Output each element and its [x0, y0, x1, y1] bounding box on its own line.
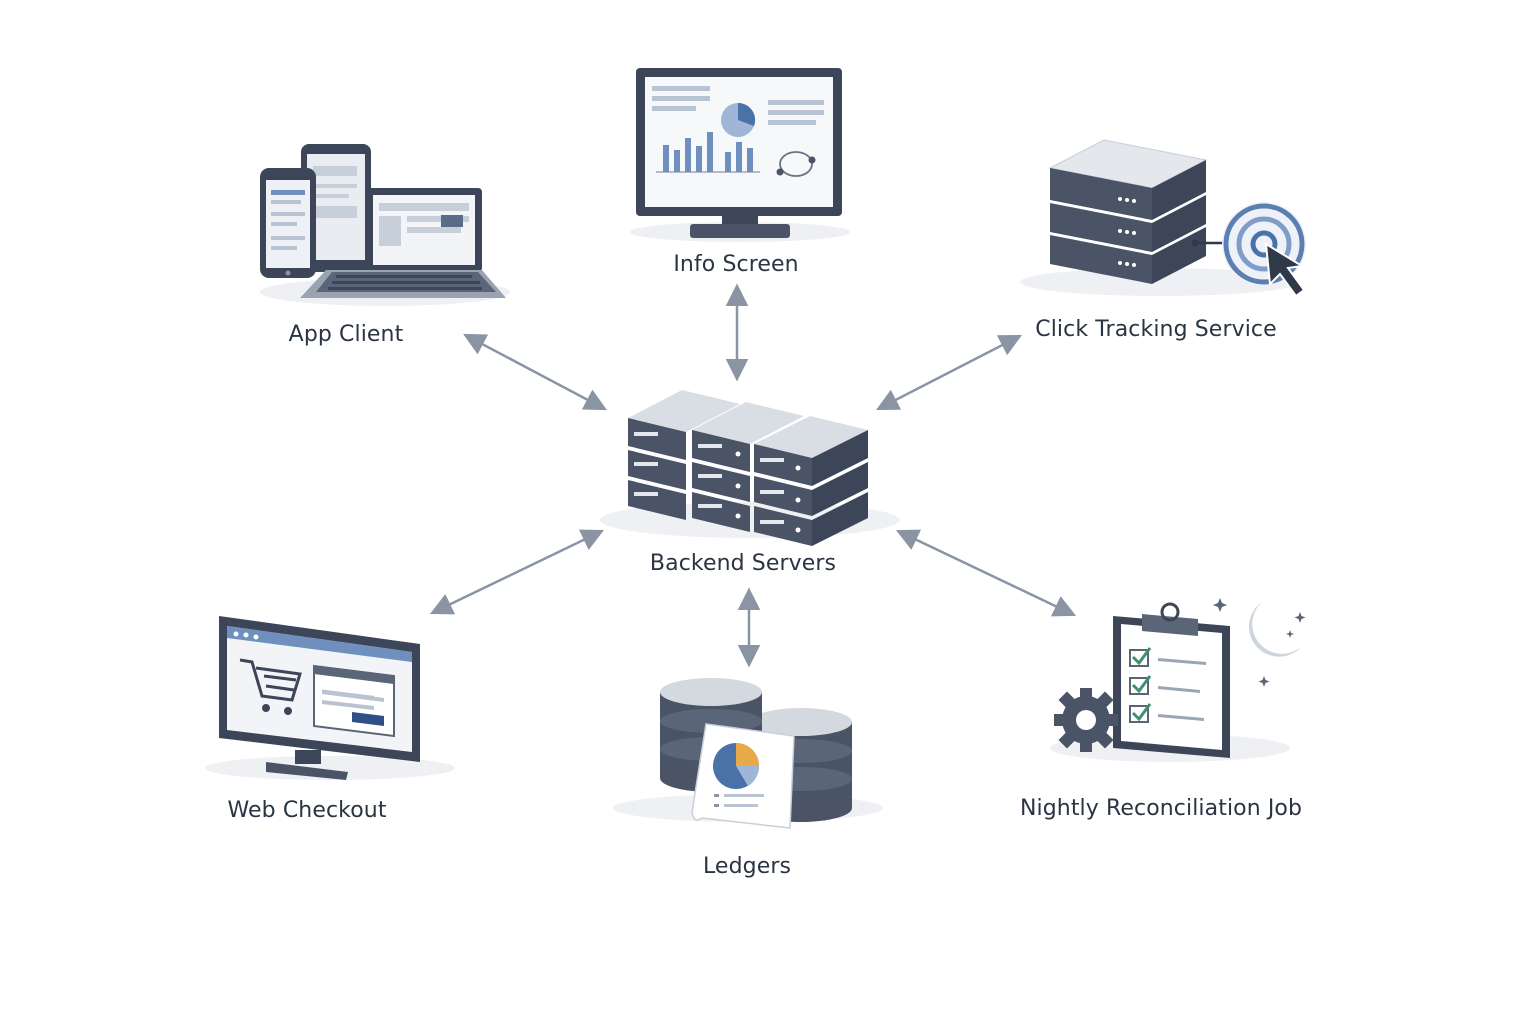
node-label-info-screen: Info Screen: [673, 252, 799, 277]
node-label-click-tracking: Click Tracking Service: [1035, 317, 1277, 342]
clipboard-gear-moon-icon: [1050, 598, 1306, 762]
server-target-cursor-icon: [1020, 139, 1306, 298]
connector-arrows: [429, 283, 1077, 668]
node-label-nightly-reconciliation-job: Nightly Reconciliation Job: [1019, 796, 1303, 821]
node-label-app-client: App Client: [288, 322, 404, 347]
arrow-backend-web-checkout: [429, 529, 605, 615]
dashboard-monitor-icon: [630, 68, 850, 242]
arrow-backend-app-client: [463, 333, 607, 411]
node-label-web-checkout: Web Checkout: [227, 798, 387, 823]
arrow-backend-click-tracking: [875, 334, 1023, 411]
node-label-backend-servers: Backend Servers: [649, 551, 837, 576]
arrow-backend-nightly-job: [895, 529, 1077, 617]
shopping-cart-monitor-icon: [205, 616, 455, 780]
server-cluster-icon: [600, 390, 900, 546]
node-label-ledgers: Ledgers: [702, 854, 792, 879]
database-report-icon: [613, 678, 883, 829]
multi-device-icon: [260, 144, 510, 306]
